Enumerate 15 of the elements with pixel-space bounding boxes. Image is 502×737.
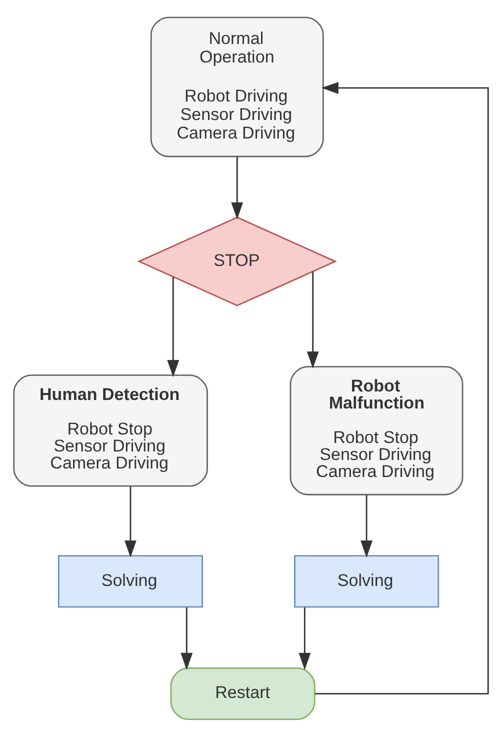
node-box: Human Detection Robot Stop Sensor Driving Camera Driving [13, 374, 208, 487]
node-box: Restart [170, 667, 316, 720]
node-box: Solving [58, 555, 203, 608]
node-diamond: STOP [137, 216, 337, 306]
node-box: Solving [294, 555, 440, 608]
arrow [167, 277, 180, 378]
arrow [231, 156, 244, 220]
arrow [298, 607, 311, 670]
node-box: Normal Operation Robot Driving Sensor Driving Camera Driving [150, 16, 324, 158]
arrow [315, 82, 489, 694]
arrow [124, 486, 136, 558]
arrow [180, 607, 193, 670]
node-box: Robot Malfunction Robot Stop Sensor Driving Camera Driving [290, 366, 464, 496]
arrow [360, 495, 373, 558]
arrow [306, 272, 319, 369]
